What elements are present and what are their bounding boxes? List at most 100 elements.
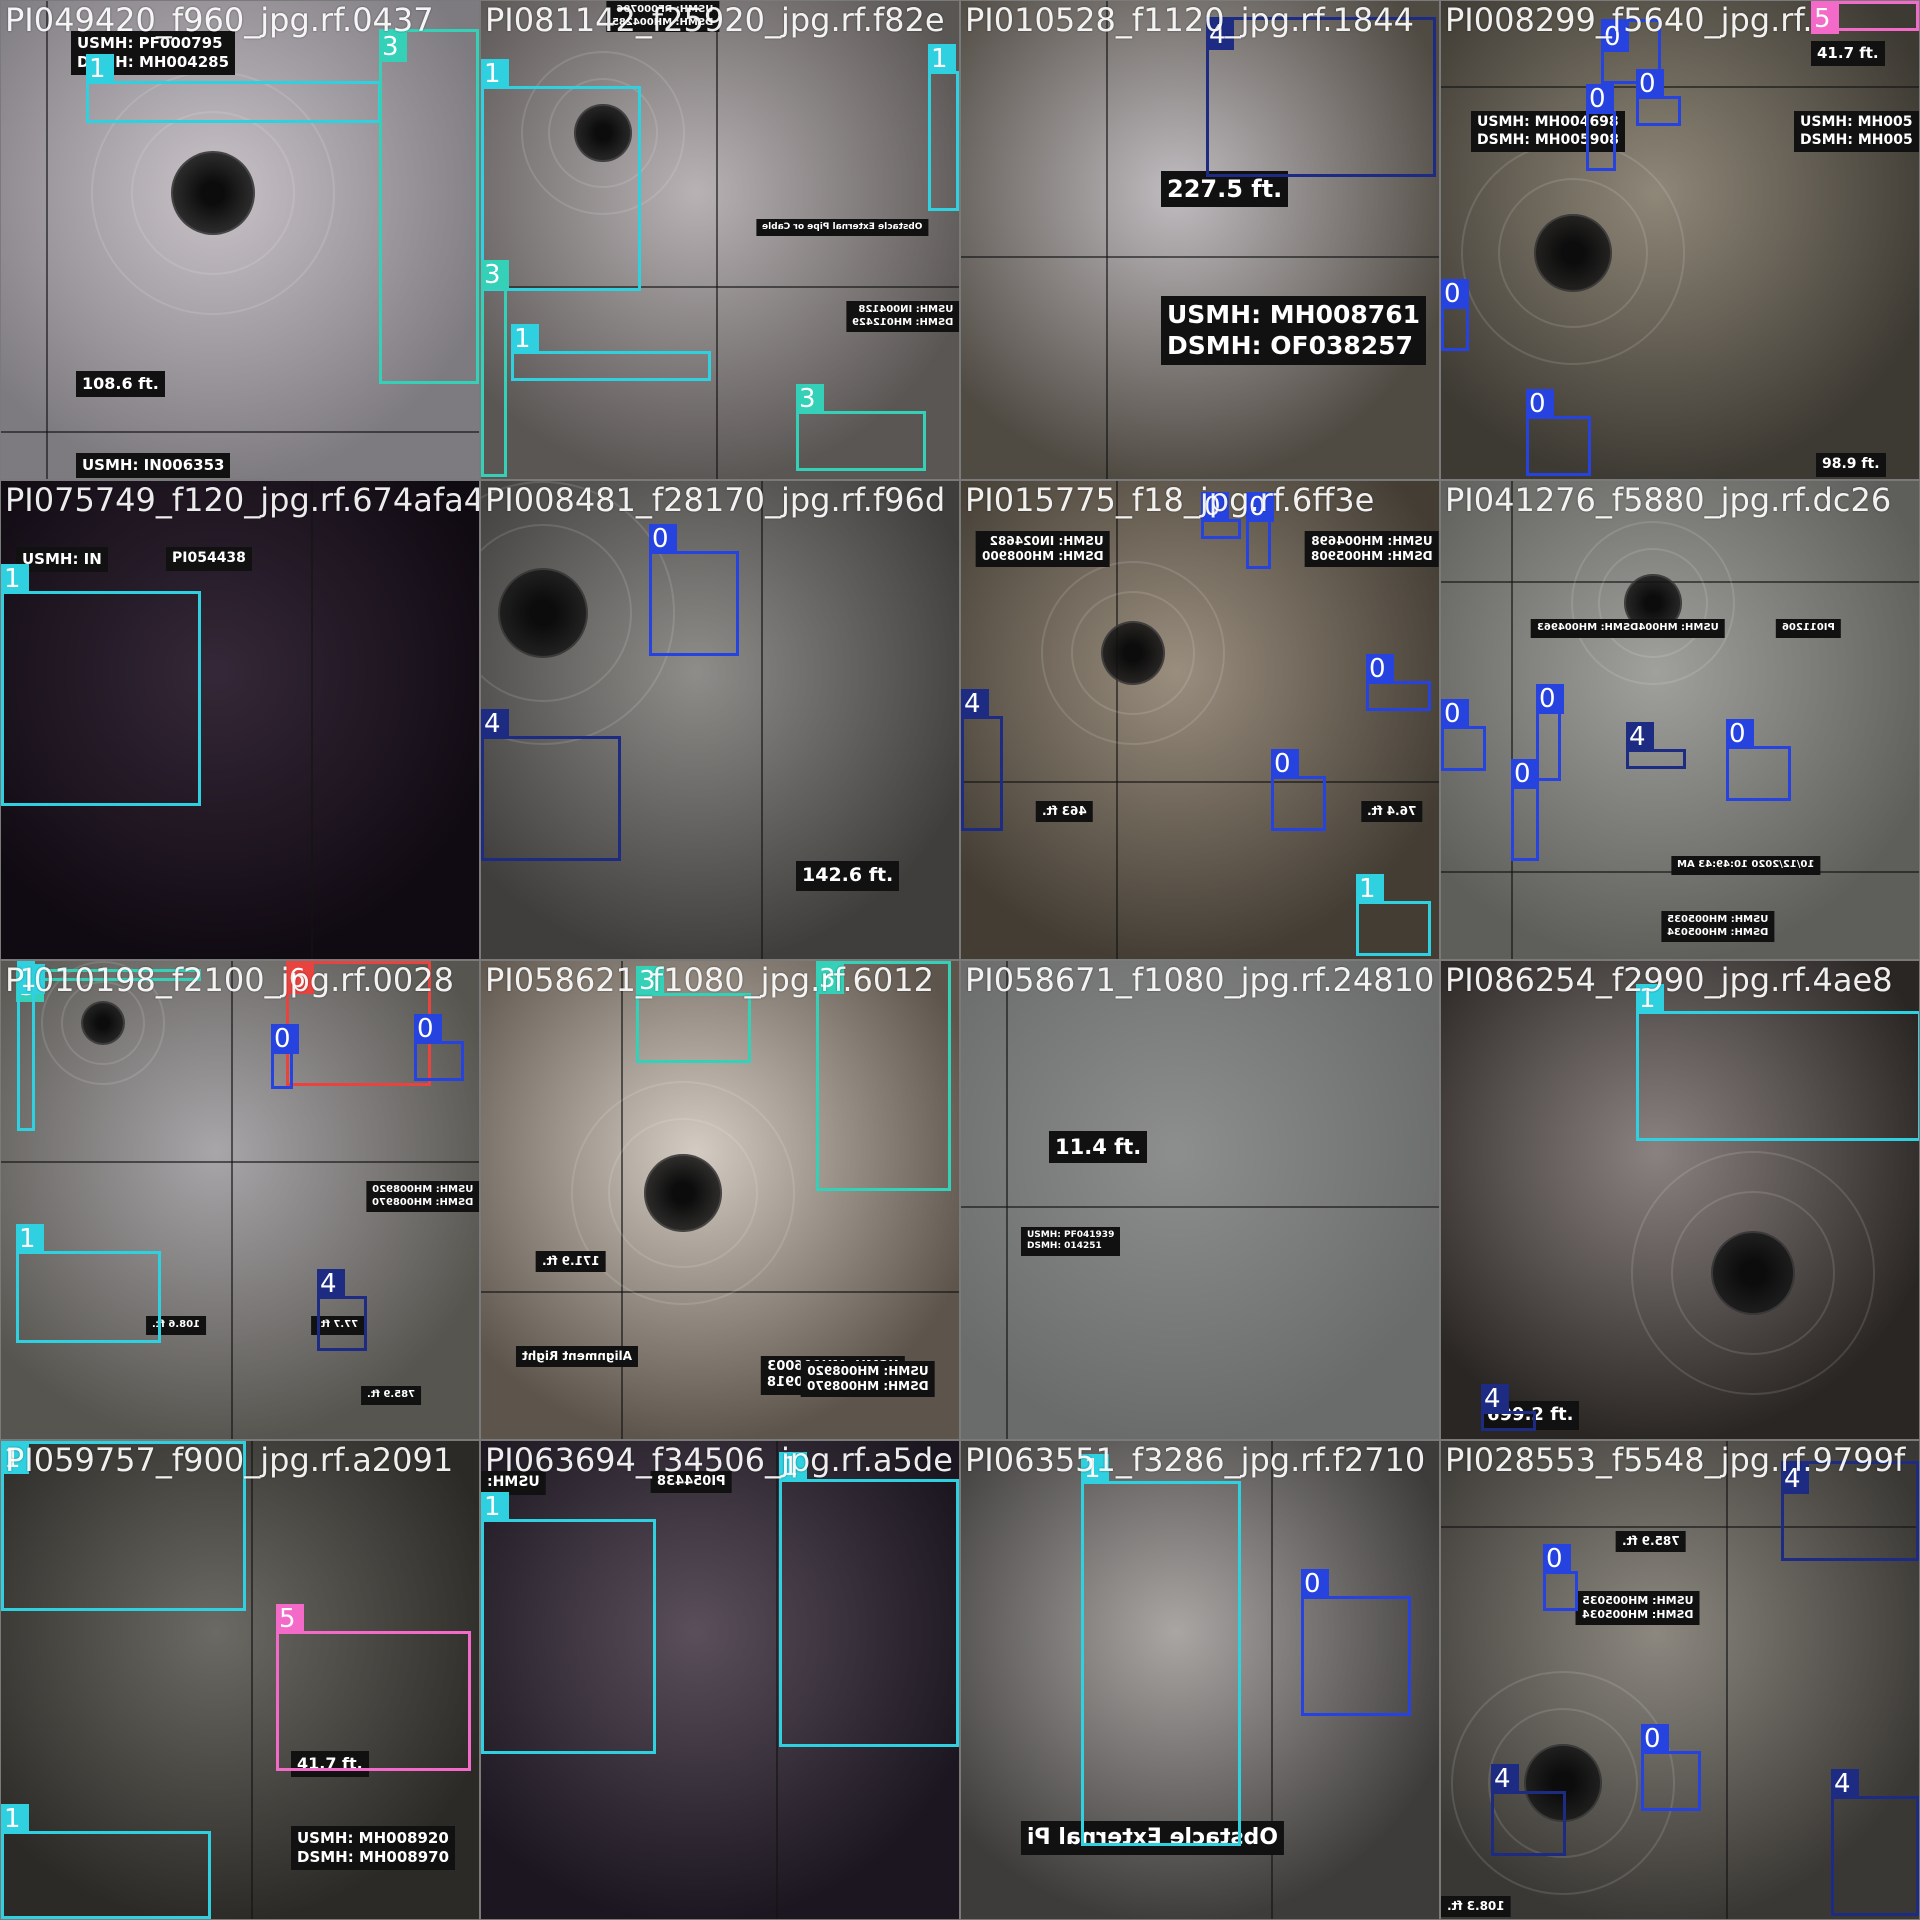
class-label: 1 xyxy=(1,1444,29,1474)
bounding-box-class-0: 0 xyxy=(1636,69,1681,126)
class-label: 3 xyxy=(481,260,509,290)
class-label: 0 xyxy=(1366,654,1394,684)
video-overlay-text: USMH: MH005035 DSMH: MH005034 xyxy=(1576,1591,1700,1625)
pipe-ring xyxy=(574,104,632,162)
video-overlay-text: PI011206 xyxy=(1776,619,1841,638)
bounding-box-class-4: 4 xyxy=(481,709,621,861)
pipe-ring xyxy=(1571,521,1735,685)
class-label: 4 xyxy=(1781,1464,1809,1494)
bounding-box-class-4: 4 xyxy=(1781,1461,1919,1561)
video-overlay-text: Obstacle External Pipe or Cable xyxy=(756,219,929,237)
pipe-ring xyxy=(1497,177,1649,329)
class-label: 0 xyxy=(1601,22,1629,52)
bounding-box-class-1: 1 xyxy=(928,44,959,211)
frame-divider xyxy=(1,431,479,433)
frame-divider xyxy=(961,781,1439,783)
frame-divider xyxy=(231,961,233,1439)
bounding-box-class-1: 1 xyxy=(1,1804,211,1919)
tile-filename: PI041276_f5880_jpg.rf.dc26 xyxy=(1445,481,1892,519)
video-overlay-text: USMH: MH008761 DSMH: OF038257 xyxy=(1161,296,1426,365)
tile-filename: PI008299_f5640_jpg.rf. xyxy=(1445,1,1813,39)
pipe-ring xyxy=(607,1117,759,1269)
bounding-box-class-1: 1 xyxy=(1,1441,246,1611)
frame-divider xyxy=(716,1,718,479)
class-label: 1 xyxy=(1,564,29,594)
frame-divider xyxy=(311,481,313,959)
class-label: 1 xyxy=(16,1224,44,1254)
bounding-box-class-4: 4 xyxy=(1626,722,1686,769)
pipe-ring xyxy=(1597,547,1709,659)
tile-filename: PI081142_f25920_jpg.rf.f82e xyxy=(485,1,945,39)
video-overlay-text: USMH: IN006353 xyxy=(76,453,231,478)
pipe-ring xyxy=(547,77,659,189)
video-overlay-text: 463 ft. xyxy=(1036,801,1093,822)
pipe-ring xyxy=(1631,1151,1875,1395)
bounding-box-class-0: 0 xyxy=(1726,719,1791,801)
class-label: 4 xyxy=(1831,1769,1859,1799)
pipe-ring xyxy=(1524,1744,1602,1822)
frame-divider xyxy=(961,1206,1439,1208)
class-label: 0 xyxy=(414,1014,442,1044)
pipe-ring xyxy=(1071,591,1195,715)
video-overlay-text: 227.5 ft. xyxy=(1161,171,1289,207)
class-label: 5 xyxy=(276,1604,304,1634)
tile-filename: PI086254_f2990_jpg.rf.4ae8 xyxy=(1445,961,1893,999)
class-label: 1 xyxy=(1081,1454,1109,1484)
class-label: 0 xyxy=(1586,84,1614,114)
pipe-ring xyxy=(521,51,685,215)
bounding-box-class-4: 4 xyxy=(1481,1384,1536,1431)
bounding-box-class-4: 4 xyxy=(317,1269,367,1351)
frame-divider xyxy=(776,1441,778,1919)
tile-filename: PI063694_f34506_jpg.rf.a5de xyxy=(485,1441,953,1479)
class-label: 5 xyxy=(1811,4,1839,34)
video-overlay-text: USMH: IN024682 DSMH: MH008900 xyxy=(976,531,1110,567)
bounding-box-class-0: 0 xyxy=(1201,492,1241,539)
class-label: 1 xyxy=(1636,984,1664,1014)
tile-filename: PI008481_f28170_jpg.rf.f96d xyxy=(485,481,946,519)
bounding-box-class-4: 4 xyxy=(1206,17,1436,177)
video-overlay-text: USMH: MH004698 DSMH: MH005908 xyxy=(1471,111,1625,152)
tile-filename: PI059757_f900_jpg.rf.a2091 xyxy=(5,1441,454,1479)
bounding-box-class-1: 1 xyxy=(481,1492,656,1754)
bounding-box-class-0: 0 xyxy=(1536,684,1564,781)
video-overlay-text: 76.4 ft. xyxy=(1361,801,1423,822)
video-overlay-text: USMH: MH005035 DSMH: MH005034 xyxy=(1661,911,1775,942)
video-overlay-text: USMH: MH008920 DSMH: MH008970 xyxy=(801,1361,935,1397)
pipe-ring xyxy=(1534,214,1612,292)
pipe-ring xyxy=(1671,1191,1835,1355)
class-label: 0 xyxy=(1201,492,1229,522)
class-label: 3 xyxy=(796,384,824,414)
bounding-box-class-0: 0 xyxy=(1441,699,1486,771)
pipe-ring xyxy=(1101,621,1165,685)
bounding-box-class-4: 4 xyxy=(1491,1764,1566,1856)
bounding-box-class-1: 1 xyxy=(779,1452,959,1747)
bounding-box-class-1: 1 xyxy=(1,564,201,806)
frame-divider xyxy=(961,256,1439,258)
frame-divider xyxy=(481,286,959,288)
bounding-box-class-1: 1 xyxy=(86,54,381,123)
class-label: 0 xyxy=(1526,389,1554,419)
frame-divider xyxy=(1726,1441,1728,1919)
class-label: 4 xyxy=(317,1269,345,1299)
bounding-box-class-0: 0 xyxy=(1601,19,1661,84)
class-label: 1 xyxy=(511,324,539,354)
pipe-ring xyxy=(644,1154,722,1232)
bounding-box-class-1: 1 xyxy=(1356,874,1431,956)
tile-filename: PI075749_f120_jpg.rf.674afa4e xyxy=(5,481,479,519)
bounding-box-class-4: 4 xyxy=(1831,1769,1919,1916)
bounding-box-class-0: 0 xyxy=(1511,759,1539,861)
frame-divider xyxy=(761,481,763,959)
video-overlay-text: USMH: MH008920 DSMH: MH008970 xyxy=(366,1181,479,1212)
class-label: 4 xyxy=(1206,20,1234,50)
video-overlay-text: 171.9 ft. xyxy=(536,1251,606,1272)
bounding-box-class-1: 1 xyxy=(16,1224,161,1343)
class-label: 1 xyxy=(1356,874,1384,904)
bounding-box-class-1: 1 xyxy=(481,59,641,291)
pipe-ring xyxy=(1451,1671,1675,1895)
